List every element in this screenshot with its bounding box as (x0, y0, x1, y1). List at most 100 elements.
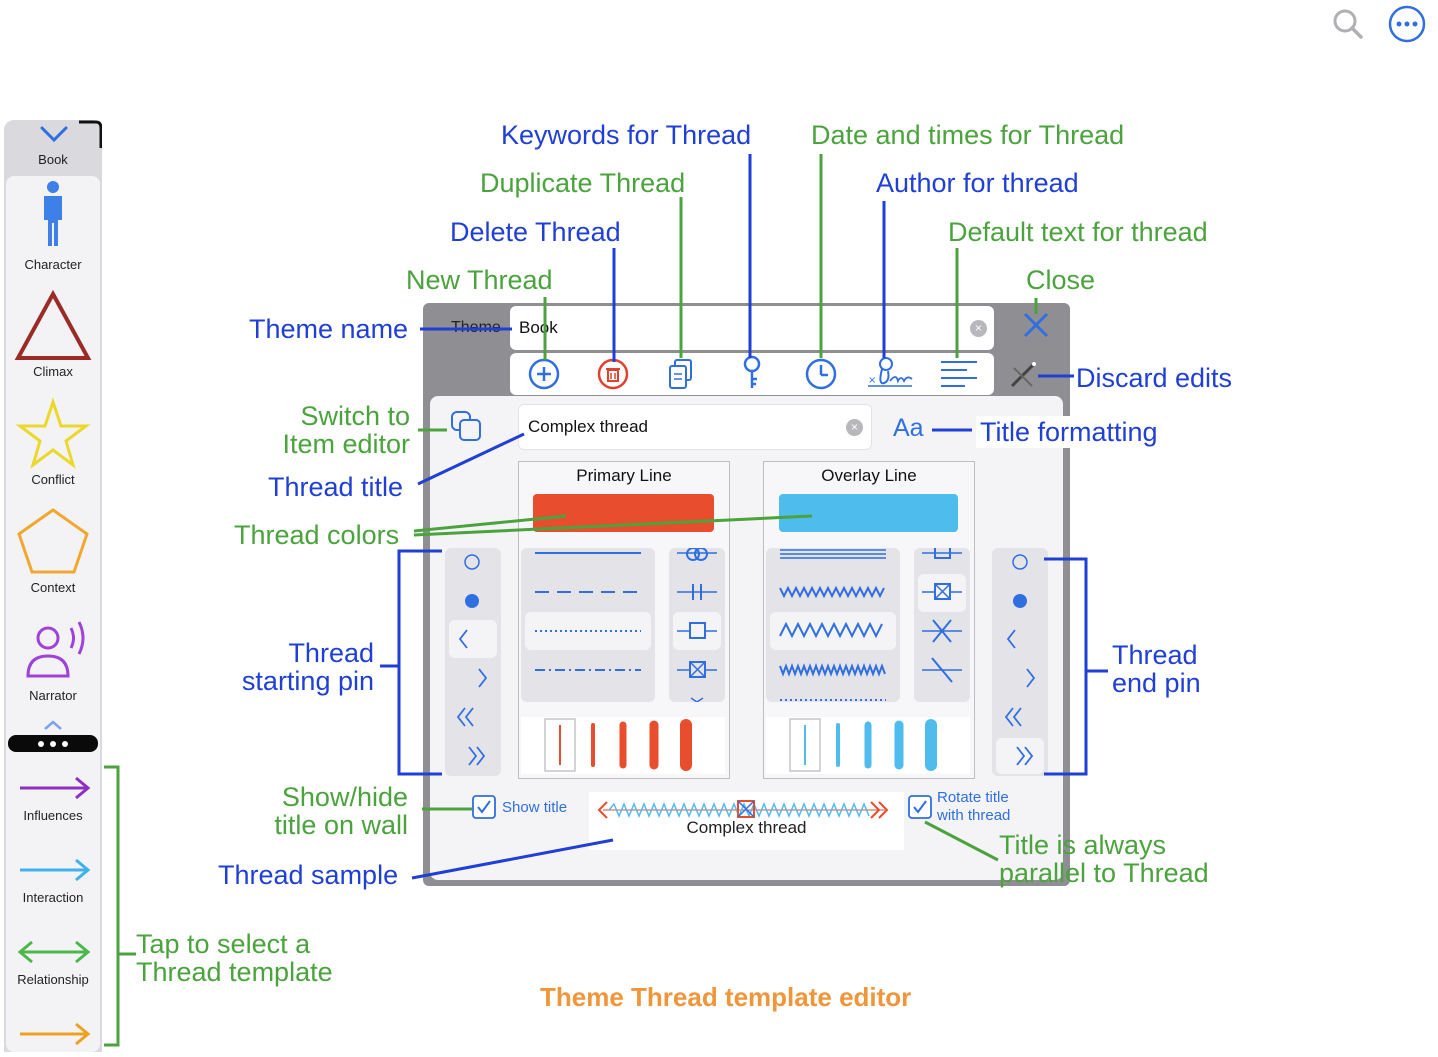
narrator-icon (26, 621, 85, 678)
annotation-end-pin: Thread end pin (1112, 641, 1201, 697)
annotation-showhide-line1: Show/hide (281, 782, 408, 812)
sidebar-thread-other[interactable] (6, 1016, 100, 1052)
sidebar-header[interactable]: Book (4, 120, 103, 175)
sidebar-item-narrator[interactable]: Narrator (6, 614, 100, 712)
text-align-icon (941, 361, 977, 387)
annotation-date-times: Date and times for Thread (811, 120, 1125, 150)
sidebar-item-context[interactable]: Context (6, 504, 100, 602)
pin-icons (996, 554, 1044, 774)
annotation-default-text: Default text for thread (948, 217, 1208, 247)
title-format-button[interactable]: Aa (893, 414, 924, 442)
start-pin-list[interactable] (445, 548, 501, 776)
thread-title-field[interactable]: Complex thread × (518, 404, 872, 450)
rotate-title-checkbox[interactable] (908, 795, 932, 819)
overlay-style-options[interactable] (766, 548, 900, 702)
sidebar-item-label: Narrator (29, 688, 77, 703)
annotation-start-pin-line1: Thread (288, 638, 374, 668)
annotation-tap-line2: Thread template (136, 957, 333, 987)
line-width-icons (544, 718, 692, 772)
sidebar-item-label: Character (24, 257, 82, 272)
theme-label: Theme (451, 319, 501, 336)
arrow-right-icon (20, 858, 91, 882)
close-button[interactable] (1020, 309, 1052, 341)
annotation-switch-line2: Item editor (282, 429, 410, 459)
switch-item-editor-button[interactable] (448, 408, 484, 444)
theme-name-value: Book (519, 318, 558, 337)
keywords-button[interactable] (738, 355, 766, 391)
author-button[interactable]: × (866, 355, 914, 391)
rotate-title-line1: Rotate title (937, 789, 1009, 806)
annotation-discard: Discard edits (1076, 363, 1233, 393)
pin-icons (449, 554, 497, 766)
default-text-button[interactable] (939, 357, 979, 391)
duplicate-thread-button[interactable] (666, 357, 698, 391)
more-icon[interactable] (1386, 3, 1428, 45)
sidebar-thread-label: Relationship (17, 972, 89, 987)
rotate-title-label: Rotate title with thread (937, 789, 1010, 825)
switch-icon (451, 411, 481, 441)
date-times-button[interactable] (804, 357, 838, 391)
annotation-showhide-line2: title on wall (274, 810, 408, 840)
svg-text:×: × (868, 375, 876, 386)
primary-color-swatch[interactable] (533, 494, 714, 532)
annotation-parallel-line2: parallel to Thread (999, 858, 1209, 888)
pentagon-icon (17, 508, 89, 574)
show-title-checkbox[interactable] (472, 795, 496, 819)
figure-caption: Theme Thread template editor (540, 982, 912, 1012)
sidebar-thread-interaction[interactable]: Interaction (6, 852, 100, 922)
chevron-down-icon (40, 120, 103, 148)
trash-icon (597, 358, 629, 390)
sidebar-thread-influences[interactable]: Influences (6, 770, 100, 840)
primary-end-options[interactable] (669, 547, 725, 703)
annotation-tap: Tap to select a Thread template (136, 930, 333, 986)
clear-icon[interactable]: × (846, 419, 863, 436)
sidebar-item-climax[interactable]: Climax (6, 288, 100, 386)
primary-style-options[interactable] (521, 548, 655, 702)
sidebar-item-character[interactable]: Character (6, 178, 100, 276)
annotation-author: Author for thread (876, 168, 1079, 198)
overlay-width-icons (789, 718, 937, 772)
annotation-close: Close (1026, 265, 1096, 295)
duplicate-icon (669, 359, 692, 389)
arrow-right-icon (20, 776, 91, 800)
sidebar-thread-relationship[interactable]: Relationship (6, 934, 100, 1004)
sidebar-item-conflict[interactable]: Conflict (6, 396, 100, 494)
overlay-color-swatch[interactable] (779, 494, 958, 532)
triangle-icon (14, 289, 92, 360)
overlay-end-options[interactable] (914, 548, 970, 702)
annotation-theme-name: Theme name (249, 314, 409, 344)
arrow-right-icon (20, 1022, 91, 1046)
delete-thread-button[interactable] (596, 357, 630, 391)
thread-title-value: Complex thread (528, 417, 649, 436)
plus-circle-icon (528, 358, 560, 390)
annotation-switch: Switch to Item editor (262, 402, 410, 458)
rotate-title-line2: with thread (937, 807, 1011, 824)
annotation-duplicate: Duplicate Thread (480, 168, 686, 198)
new-thread-button[interactable] (527, 357, 561, 391)
discard-icon (1010, 362, 1036, 388)
checkbox-checked-icon (908, 795, 932, 819)
annotation-keywords: Keywords for Thread (501, 120, 752, 150)
primary-width-options[interactable] (521, 717, 725, 774)
overlay-width-options[interactable] (766, 717, 970, 774)
show-title-label: Show title (502, 799, 568, 816)
sidebar-thread-label: Influences (23, 808, 83, 823)
annotation-end-pin-line1: Thread (1112, 640, 1198, 670)
annotation-new-thread: New Thread (406, 265, 553, 295)
annotation-title-formatting: Title formatting (976, 416, 1162, 448)
search-icon[interactable] (1330, 6, 1364, 40)
annotation-start-pin-line2: starting pin (241, 666, 374, 696)
sidebar-item-label: Conflict (31, 472, 75, 487)
annotation-start-pin: Thread starting pin (224, 639, 374, 695)
person-icon (44, 181, 62, 246)
checkbox-checked-icon (472, 795, 496, 819)
annotation-end-pin-line2: end pin (1112, 668, 1201, 698)
star-icon (15, 397, 91, 469)
clear-icon[interactable]: × (970, 320, 987, 337)
annotation-showhide: Show/hide title on wall (252, 783, 408, 839)
sidebar-more-bar[interactable] (8, 718, 98, 754)
end-pin-list[interactable] (992, 548, 1048, 776)
discard-edits-button[interactable] (1008, 358, 1040, 390)
annotation-delete: Delete Thread (450, 217, 621, 247)
theme-name-field[interactable]: Book × (510, 306, 994, 350)
